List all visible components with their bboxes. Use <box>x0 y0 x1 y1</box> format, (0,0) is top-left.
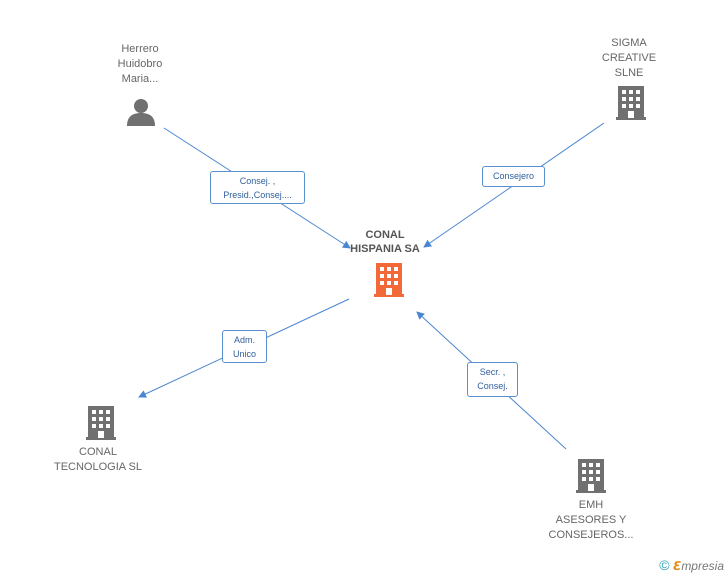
sigma-node-label[interactable]: SIGMA CREATIVE SLNE <box>601 37 657 79</box>
emh-node-label[interactable]: EMH ASESORES Y CONSEJEROS... <box>548 499 634 541</box>
edge-label-emh-center[interactable]: Secr. , Consej. <box>467 362 518 397</box>
person-icon[interactable] <box>126 97 156 127</box>
building-icon[interactable] <box>86 406 116 440</box>
tecnologia-node-label[interactable]: CONAL TECNOLOGIA SL <box>53 446 143 473</box>
building-icon[interactable] <box>616 86 646 120</box>
edge-label-person-center[interactable]: Consej. , Presid.,Consej.... <box>210 171 305 204</box>
building-icon[interactable] <box>576 459 606 493</box>
brand-rest: mpresia <box>681 559 724 573</box>
center-node-label[interactable]: CONAL HISPANIA SA <box>350 229 420 255</box>
copyright-symbol: © <box>659 557 670 573</box>
building-icon[interactable] <box>374 263 404 297</box>
person-node-label[interactable]: Herrero Huidobro Maria... <box>117 43 163 85</box>
edge-label-sigma-center[interactable]: Consejero <box>482 166 545 187</box>
brand-e: ℇ <box>672 559 682 573</box>
empresia-logo: © ℇmpresia <box>659 557 724 573</box>
edge-label-center-tecnologia[interactable]: Adm. Unico <box>222 330 267 363</box>
